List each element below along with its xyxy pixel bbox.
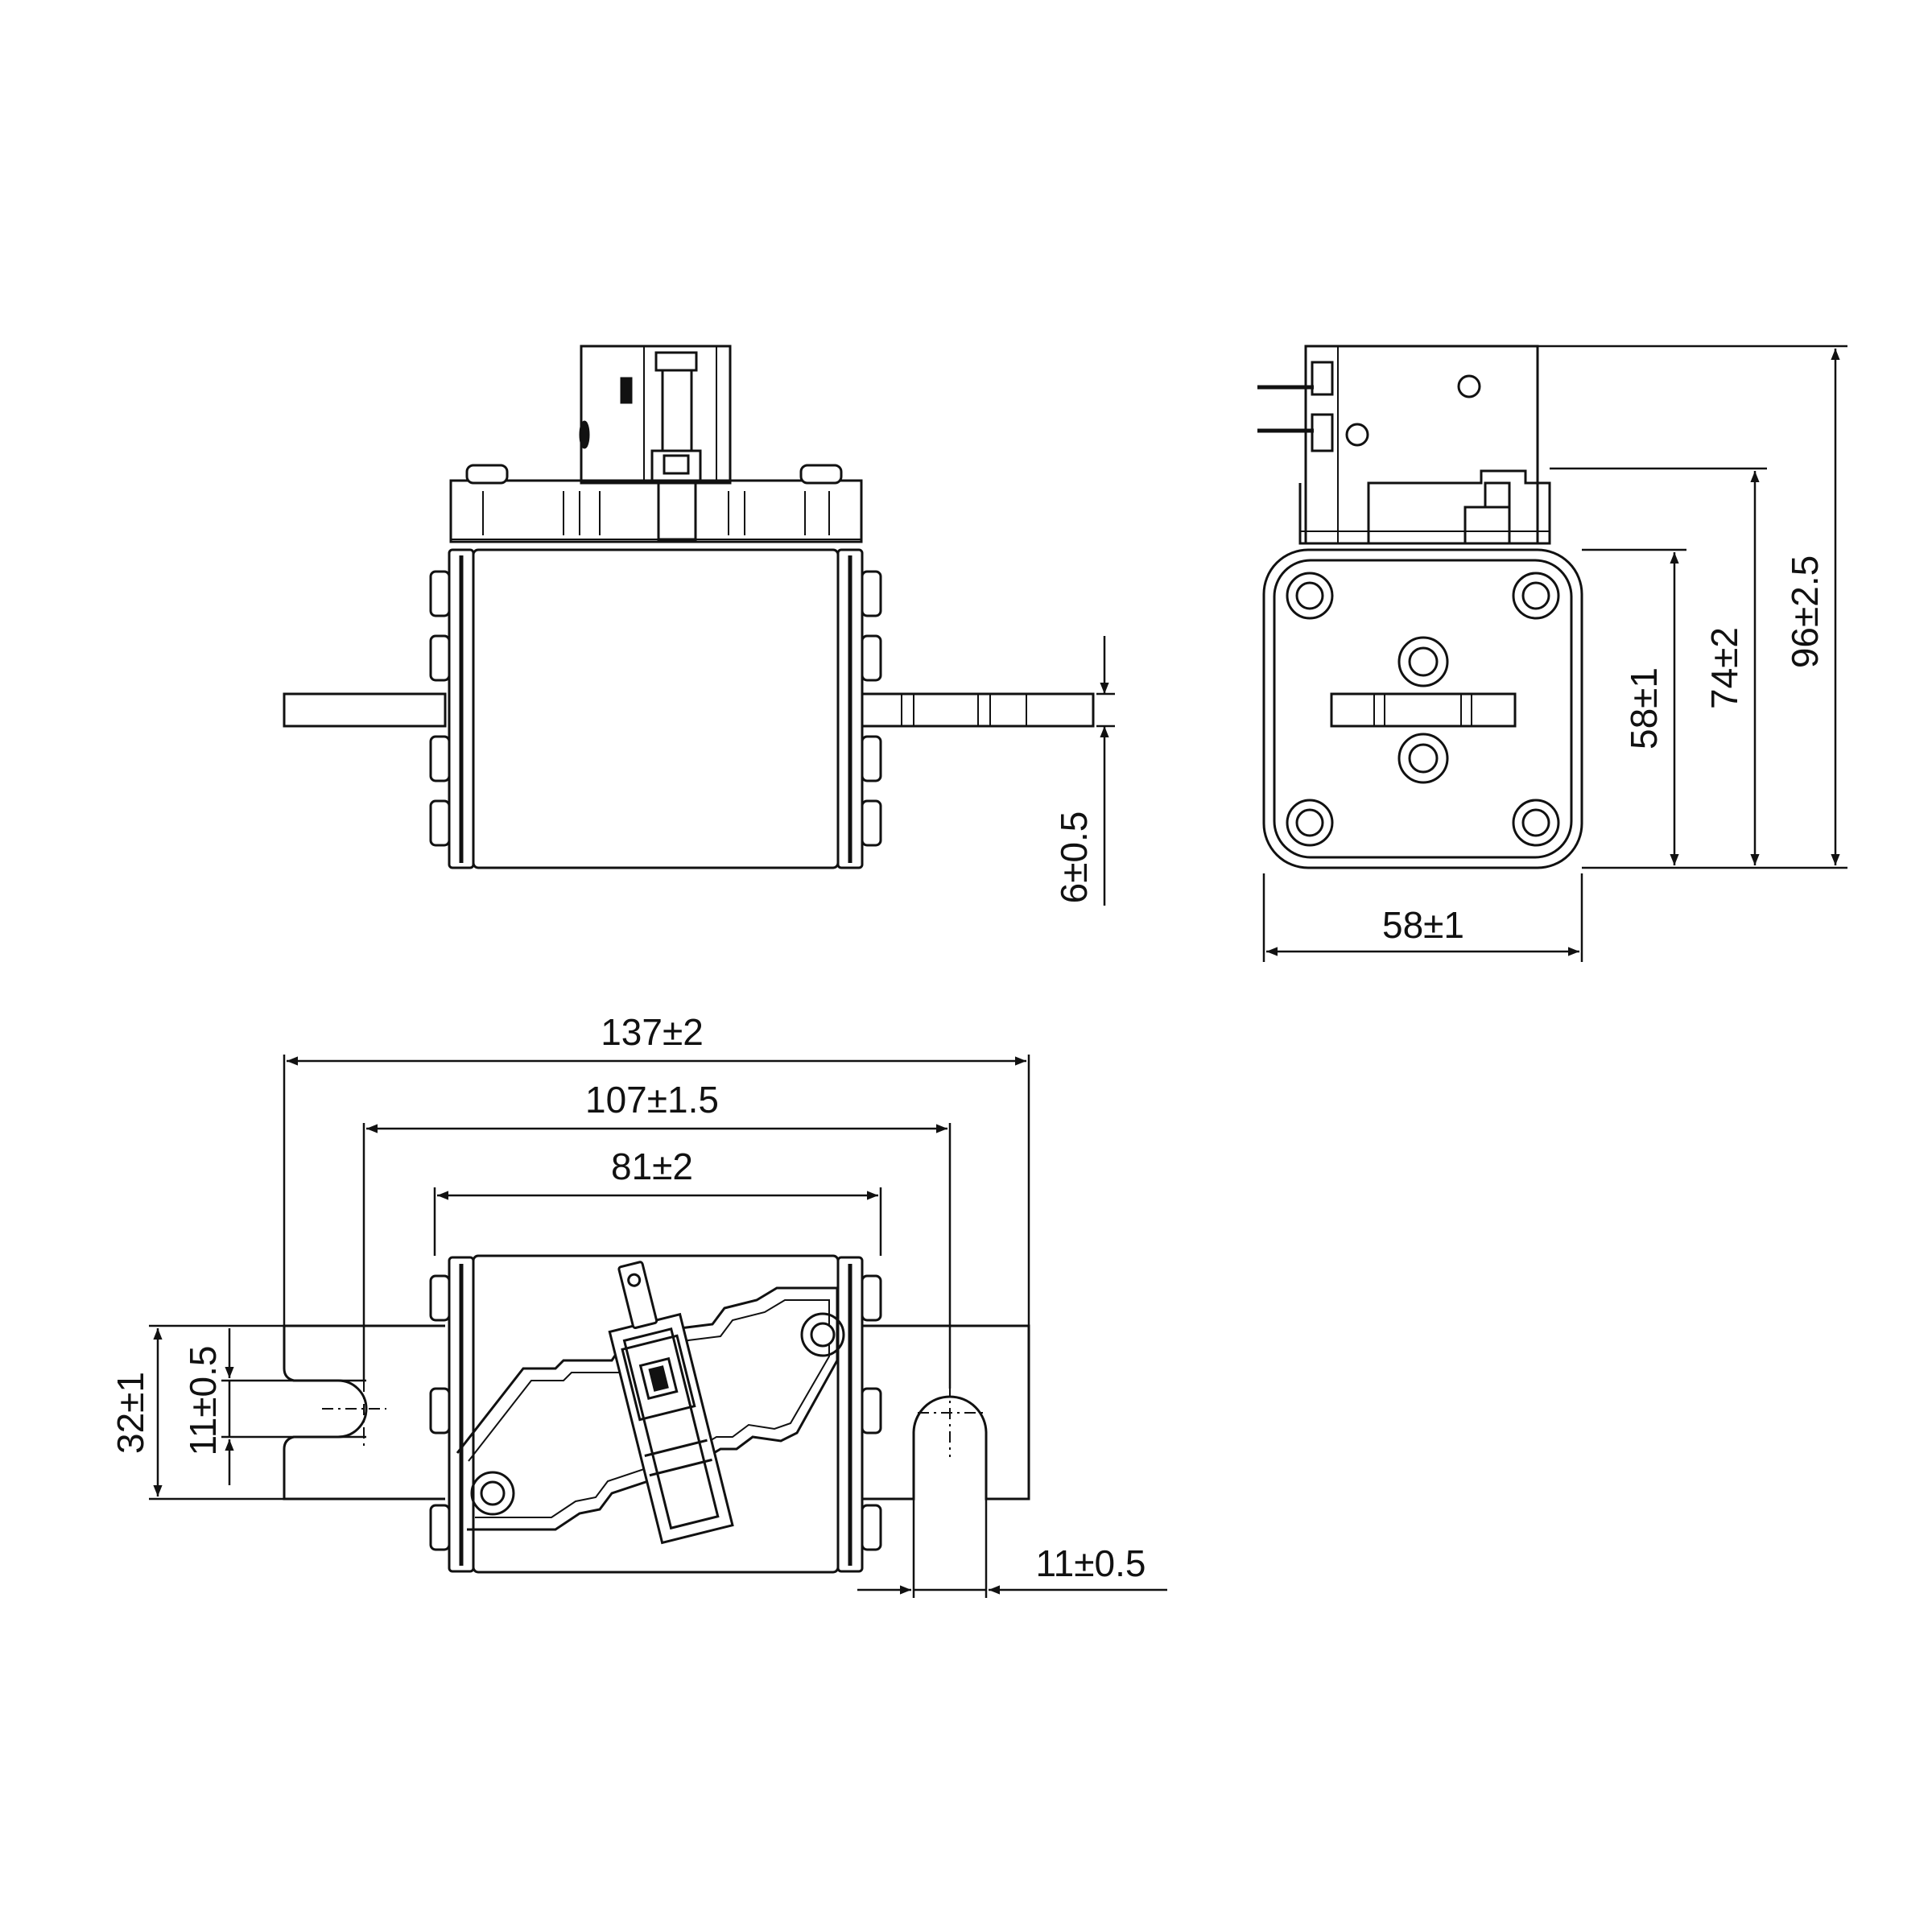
right-blade [858, 692, 1095, 728]
dim-text-blade-thickness: 6±0.5 [1053, 811, 1095, 904]
dim-text-slot-width-left: 11±0.5 [182, 1346, 224, 1456]
dim-striker-height: 74±2 [1550, 467, 1767, 865]
dim-text-blade-width: 32±1 [109, 1372, 151, 1454]
side-view [1257, 345, 1583, 869]
top-cover [449, 479, 863, 543]
dim-blade-width: 32±1 [109, 1324, 284, 1501]
end-plate-outer [1262, 548, 1583, 869]
left-blade [283, 692, 447, 728]
dim-text-overall-height: 96±2.5 [1784, 555, 1826, 668]
dim-text-body-length: 81±2 [611, 1146, 693, 1187]
dim-overall-height: 96±2.5 [1538, 345, 1847, 869]
fuse-body [472, 548, 840, 869]
dim-end-height: 58±1 [1582, 548, 1767, 869]
dim-text-striker-height: 74±2 [1703, 627, 1745, 709]
micro-switch-top [608, 1261, 734, 1545]
top-view [283, 1254, 1030, 1574]
right-blade-slotted [862, 1324, 1030, 1501]
top-body [472, 1254, 840, 1574]
left-blade-slotted [283, 1324, 445, 1501]
dim-slot-width-left: 11±0.5 [182, 1328, 386, 1485]
dim-text-end-height: 58±1 [1623, 667, 1665, 749]
side-switch-housing [1304, 345, 1539, 545]
dim-blade-thickness: 6±0.5 [1053, 636, 1115, 906]
dim-text-end-width: 58±1 [1382, 904, 1464, 946]
dim-text-slot-width-right: 11±0.5 [1036, 1542, 1146, 1584]
dim-body-length: 81±2 [433, 1146, 882, 1256]
blade-section [1330, 692, 1517, 728]
front-view [283, 345, 1095, 869]
dim-slot-centers: 107±1.5 [362, 1079, 952, 1389]
dim-text-slot-centers: 107±1.5 [585, 1079, 719, 1121]
dim-overall-length: 137±2 [283, 1011, 1030, 1326]
dim-slot-width-right: 11±0.5 [857, 1385, 1167, 1598]
corner-bolts [1286, 572, 1560, 847]
dim-text-overall-length: 137±2 [601, 1011, 704, 1053]
dim-end-width: 58±1 [1262, 873, 1583, 962]
